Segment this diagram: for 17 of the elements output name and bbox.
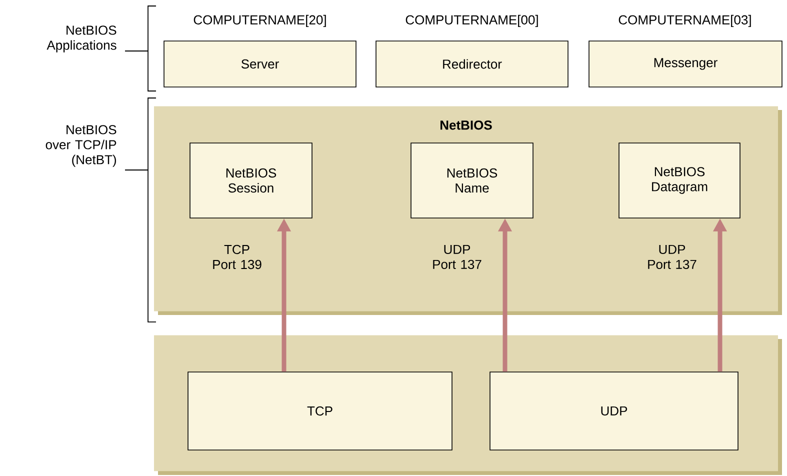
process-box: TCP	[188, 372, 452, 450]
process-box: Redirector	[376, 40, 568, 88]
name-label: COMPUTERNAME[00]	[406, 14, 538, 28]
panel-title: NetBIOS	[440, 120, 492, 130]
name-label: COMPUTERNAME[20]	[194, 14, 326, 28]
process-box: NetBIOS Name	[410, 142, 534, 218]
process-box: NetBIOS Session	[190, 142, 312, 218]
port-label: TCP Port 139	[213, 244, 262, 270]
group-label: NetBIOS Applications	[46, 26, 116, 52]
process-box: UDP	[490, 372, 738, 450]
name-label: COMPUTERNAME[03]	[618, 14, 751, 28]
group-label: NetBIOS over TCP/IP (NetBT)	[46, 125, 116, 167]
process-box: NetBIOS Datagram	[618, 142, 740, 218]
process-box: Messenger	[588, 40, 782, 88]
port-label: UDP Port 137	[648, 244, 696, 270]
process-box: Server	[164, 40, 356, 88]
port-label: UDP Port 137	[433, 244, 482, 270]
